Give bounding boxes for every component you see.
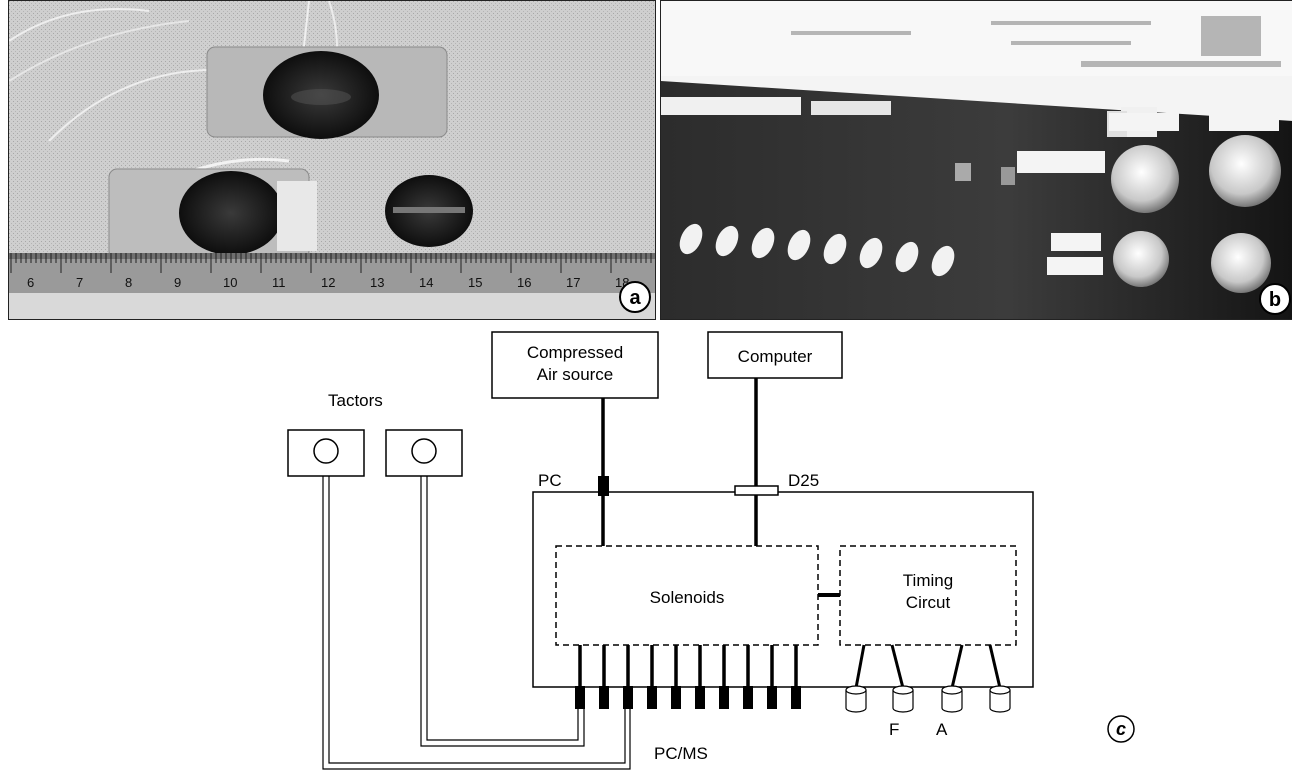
timing-knob-top: [846, 686, 866, 694]
a-label: A: [936, 720, 948, 739]
timing-label-line1: Timing: [903, 571, 953, 590]
solenoids-label: Solenoids: [650, 588, 725, 607]
pc-connector: [598, 476, 609, 496]
compressed-air-line1: Compressed: [527, 343, 623, 362]
timing-label-line2: Circut: [906, 593, 951, 612]
pcms-connector: [647, 686, 657, 709]
pcms-connector: [767, 686, 777, 709]
pcms-connector: [695, 686, 705, 709]
tactor-left-disc: [314, 439, 338, 463]
d25-connector: [735, 486, 778, 495]
ruler-number: 12: [321, 275, 335, 290]
ruler-number: 7: [76, 275, 83, 290]
timing-knob-top: [990, 686, 1010, 694]
ruler-number: 11: [272, 275, 286, 290]
ruler-number: 10: [223, 275, 237, 290]
computer-label: Computer: [738, 347, 813, 366]
ruler-number: 6: [27, 275, 34, 290]
ruler-number: 16: [517, 275, 531, 290]
ruler-number: 9: [174, 275, 181, 290]
panel-a-label: a: [629, 287, 641, 309]
pcms-connector: [719, 686, 729, 709]
timing-knob-top: [893, 686, 913, 694]
pcms-connector: [623, 686, 633, 709]
photo-instrument: b: [660, 0, 1292, 320]
pcms-connector: [743, 686, 753, 709]
tactor-right-disc: [412, 439, 436, 463]
ruler-number: 8: [125, 275, 132, 290]
d25-label: D25: [788, 471, 819, 490]
ruler-number: 13: [370, 275, 384, 290]
pcms-connector: [599, 686, 609, 709]
instrument-photo-graphic: b: [661, 1, 1292, 319]
ruler-number: 17: [566, 275, 580, 290]
pcms-connector: [671, 686, 681, 709]
timing-knob-top: [942, 686, 962, 694]
panel-c-label: c: [1116, 719, 1126, 739]
pcms-connector: [575, 686, 585, 709]
f-label: F: [889, 720, 899, 739]
ruler-number: 14: [419, 275, 433, 290]
pcms-label: PC/MS: [654, 744, 708, 763]
compressed-air-line2: Air source: [537, 365, 614, 384]
schematic-diagram: Compressed Air source Computer Tactors P…: [0, 320, 1292, 771]
panel-b-label: b: [1269, 289, 1281, 311]
ruler-number: 15: [468, 275, 482, 290]
pc-label: PC: [538, 471, 562, 490]
tactors-label: Tactors: [328, 391, 383, 410]
pcms-connector: [791, 686, 801, 709]
